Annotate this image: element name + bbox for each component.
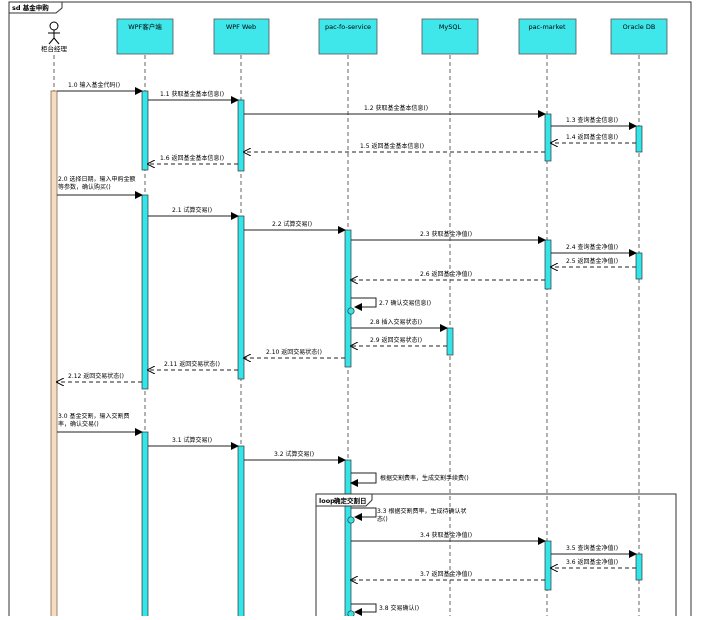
message-2-1-label: 2.1 试算交易() <box>172 206 212 214</box>
message-3-7-label: 3.7 返回基金净值() <box>420 570 472 578</box>
message-2-12-label: 2.12 返回交易状态() <box>68 372 124 380</box>
message-2-7 <box>351 297 377 311</box>
lifeline-wpf-web-label: WPF Web <box>226 23 256 31</box>
message-2-2-label: 2.2 试算交易() <box>272 220 312 228</box>
activation-pac-fo-3 <box>344 459 352 620</box>
message-1-2-label: 1.2 获取基金基本信息() <box>364 104 428 112</box>
lifeline-pac-fo-service-label: pac-fo-service <box>325 23 371 31</box>
frame-title-tab <box>8 1 63 14</box>
message-3-2-label: 3.2 试算交易() <box>274 450 314 458</box>
lifeline-oracle-db: Oracle DB <box>610 18 668 616</box>
message-2-0-label-box: 2.0 选择日期，输入申购金额等参数，确认购买() <box>58 176 136 191</box>
message-3-self-a <box>350 472 377 487</box>
activation-pac-fo-2 <box>344 229 352 368</box>
actor-figure <box>48 21 60 45</box>
message-2-3-label: 2.3 获取基金净值() <box>420 230 472 238</box>
lifeline-mysql: MySQL <box>421 18 479 616</box>
self-call-marker-3-3 <box>347 516 355 524</box>
message-1-5-label: 1.5 返回基金基本信息() <box>360 142 424 150</box>
activation-pac-market-3 <box>544 540 552 591</box>
message-3-3 <box>351 507 377 521</box>
message-3-3-label-box: 3.3 根据交割费率，生成待确认状态() <box>377 508 467 523</box>
actor-activation <box>50 90 58 620</box>
activation-bars <box>141 90 643 620</box>
activation-oracle-1 <box>635 125 643 153</box>
message-2-9-label: 2.9 返回交易状态() <box>370 336 422 344</box>
message-1-6-label: 1.6 返回基金基本信息() <box>160 154 224 162</box>
message-3-8-label: 3.8 交易确认() <box>379 604 419 612</box>
message-3-3-label: 3.3 根据交割费率，生成待确认状态() <box>377 508 467 523</box>
frame-title: sd 基金申购 <box>12 3 49 12</box>
activation-oracle-2 <box>635 252 643 280</box>
self-call-marker-2-7 <box>347 307 355 315</box>
message-2-0-label: 2.0 选择日期，输入申购金额等参数，确认购买() <box>58 176 136 191</box>
activation-pac-market-1 <box>544 113 552 162</box>
activation-wpf-client-3 <box>141 431 149 620</box>
message-1-1-label: 1.1 获取基金基本信息() <box>160 90 224 98</box>
activation-oracle-3 <box>635 553 643 581</box>
message-3-8 <box>351 603 377 616</box>
message-1-0-label: 1.0 输入基金代码() <box>68 81 120 89</box>
message-3-self-a-label: 根据交割费率，生成交割手续费() <box>380 474 469 482</box>
activation-wpf-web-1 <box>237 99 245 172</box>
self-call-marker-3-8 <box>347 610 355 618</box>
lifeline-pac-market: pac-market <box>518 18 577 616</box>
message-2-8-label: 2.8 插入交易状态() <box>370 318 422 326</box>
message-2-5-label: 2.5 返回基金净值() <box>566 257 618 265</box>
lifeline-oracle-db-label: Oracle DB <box>623 23 656 31</box>
activation-wpf-client-2 <box>141 194 149 390</box>
lifeline-pac-market-label: pac-market <box>528 23 566 31</box>
message-2-11-label: 2.11 返回交易状态() <box>164 360 220 368</box>
message-3-6-label: 3.6 返回基金净值() <box>566 558 618 566</box>
activation-wpf-client-1 <box>141 90 149 171</box>
message-2-10-label: 2.10 返回交易状态() <box>266 348 322 356</box>
message-2-7-label: 2.7 确认交易信息() <box>379 299 431 307</box>
activation-wpf-web-2 <box>237 215 245 380</box>
message-3-4-label: 3.4 获取基金净值() <box>420 531 472 539</box>
loop-keyword: loop <box>319 497 335 505</box>
actor-name: 柜台经理 <box>41 44 68 53</box>
activation-wpf-web-3 <box>237 445 245 620</box>
messages: 1.0 输入基金代码() 1.1 获取基金基本信息() 1.2 获取基金基本信息… <box>57 81 637 618</box>
message-1-3-label: 1.3 查询基金信息() <box>566 116 618 124</box>
frame-border <box>8 1 692 620</box>
message-3-0-label-box: 3.0 基金交割，输入交割费率，确认交易() <box>58 413 130 428</box>
message-3-0-label: 3.0 基金交割，输入交割费率，确认交易() <box>58 413 130 428</box>
message-3-1-label: 3.1 试算交易() <box>172 436 212 444</box>
activation-mysql-2 <box>446 327 454 356</box>
activation-pac-market-2 <box>544 239 552 290</box>
message-3-5-label: 3.5 查询基金净值() <box>566 544 618 552</box>
lifeline-wpf-client-label: WPF客户端 <box>128 22 162 31</box>
loop-guard: 确定交割日 <box>334 496 367 505</box>
message-1-4-label: 1.4 返回基金信息() <box>566 133 618 141</box>
loop-fragment: loop 确定交割日 <box>315 493 677 620</box>
lifeline-mysql-label: MySQL <box>439 23 462 31</box>
message-2-4-label: 2.4 查询基金净值() <box>566 243 618 251</box>
message-2-6-label: 2.6 返回基金净值() <box>420 270 472 278</box>
